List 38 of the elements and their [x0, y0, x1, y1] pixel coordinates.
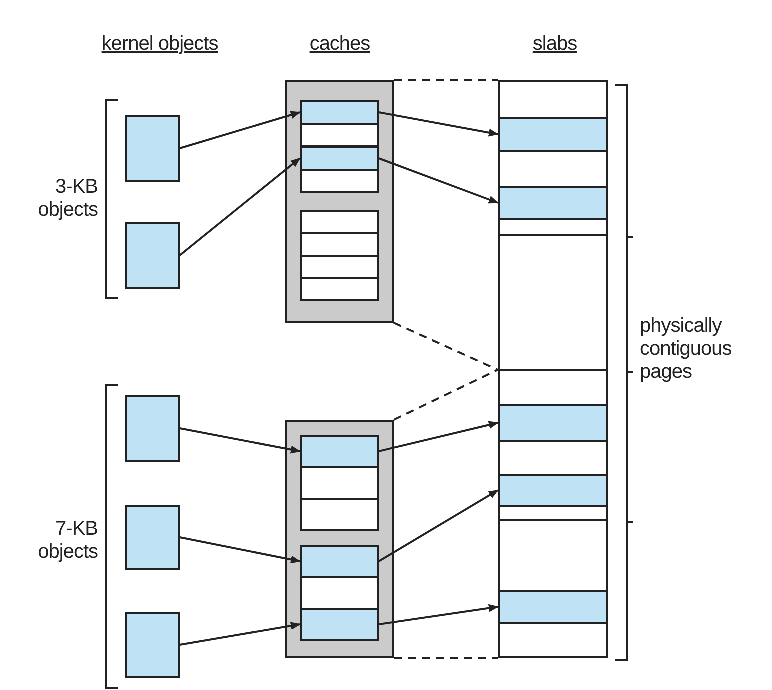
dashed-line — [394, 322, 498, 371]
column-heading: caches — [308, 33, 372, 56]
slab-column — [498, 80, 608, 658]
object-box — [125, 612, 180, 678]
object-slot — [498, 404, 608, 442]
arrow — [180, 428, 301, 454]
object-slot — [498, 590, 608, 624]
arrow — [180, 622, 301, 646]
arrow — [378, 158, 499, 204]
group-label: 7-KB objects — [37, 518, 98, 564]
object-box — [125, 115, 180, 182]
object-slot — [498, 186, 608, 220]
object-box — [125, 222, 180, 289]
dashed-line — [394, 369, 498, 421]
dashed-line — [394, 79, 498, 81]
object-slot — [300, 146, 379, 171]
object-slot — [300, 100, 379, 125]
object-slot — [498, 117, 608, 152]
object-slot — [300, 435, 379, 468]
object-box — [125, 505, 180, 570]
group-label: physically contiguous pages — [640, 315, 733, 384]
arrow — [179, 158, 301, 256]
arrow — [180, 536, 301, 564]
object-slot — [498, 474, 608, 507]
object-slot — [300, 545, 379, 578]
slab-box — [300, 100, 379, 193]
cache-box — [285, 420, 394, 658]
column-heading: slabs — [532, 33, 578, 56]
cache-box — [285, 80, 394, 323]
arrow — [180, 111, 301, 150]
group-label: 3-KB objects — [37, 176, 98, 222]
object-box — [125, 395, 180, 462]
slab-box — [300, 210, 379, 301]
column-heading: kernel objects — [100, 33, 220, 56]
dashed-line — [394, 657, 498, 659]
slab-box — [300, 435, 379, 531]
object-slot — [300, 608, 379, 641]
slab-box — [300, 545, 379, 641]
